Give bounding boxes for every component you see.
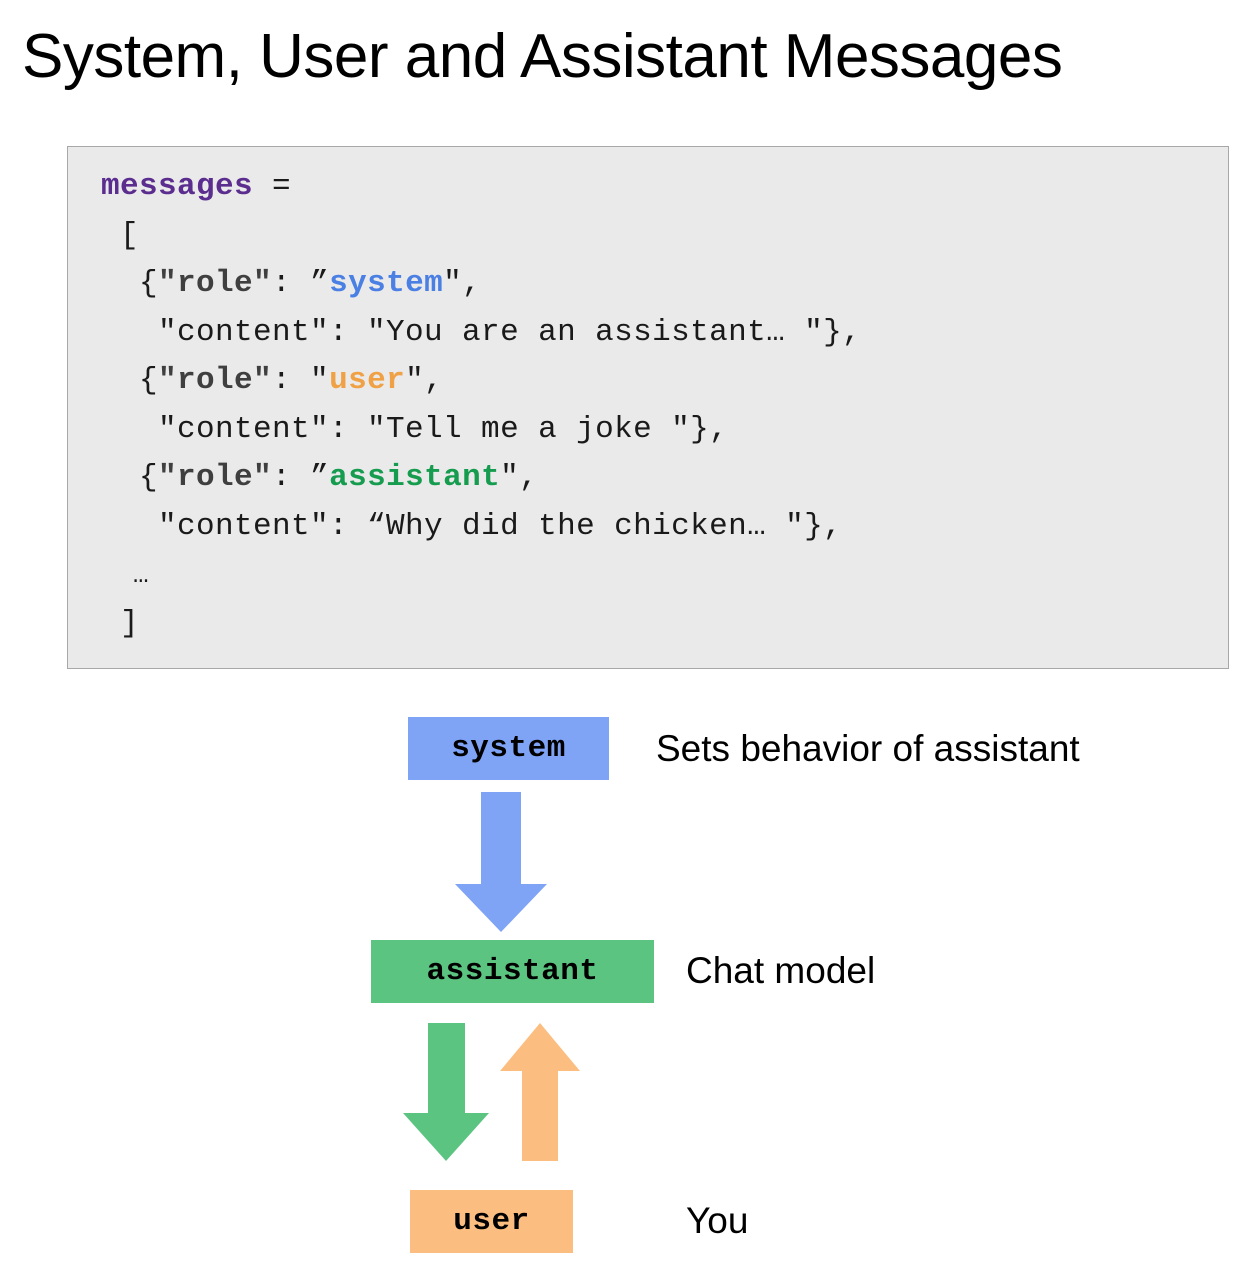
code-line: "content": “Why did the chicken… "}, — [101, 503, 1220, 552]
page-title: System, User and Assistant Messages — [22, 22, 1063, 91]
diagram-node-assistant[interactable]: assistant — [371, 940, 654, 1003]
code-token-user: user — [329, 363, 406, 398]
code-token-plain: = — [253, 169, 292, 204]
code-line: {"role": ”assistant", — [101, 454, 1220, 503]
node-label-assistant: assistant — [426, 954, 599, 989]
node-label-system: system — [451, 731, 566, 766]
code-lines-container: messages = [ {"role": ”system", "content… — [101, 163, 1220, 648]
node-label-user: user — [453, 1204, 530, 1239]
code-token-plain: : — [272, 266, 311, 301]
code-line: … — [101, 551, 1220, 600]
code-line: ] — [101, 600, 1220, 649]
code-line: "content": "Tell me a joke "}, — [101, 406, 1220, 455]
code-token-key: "role" — [158, 363, 273, 398]
code-token-asst: assistant — [329, 460, 501, 495]
code-token-plain: "content": “Why did the chicken… "}, — [101, 508, 843, 544]
arrow-assistant-to-user-icon — [403, 1023, 489, 1161]
code-token-plain: ", — [500, 460, 539, 495]
code-token-plain: [ — [101, 217, 140, 253]
diagram-node-user[interactable]: user — [410, 1190, 573, 1253]
code-token-plain: "content": "You are an assistant… "}, — [101, 314, 862, 350]
code-line: messages = — [101, 163, 1220, 212]
code-token-plain: "content": "Tell me a joke "}, — [101, 411, 729, 447]
code-token-key: "role" — [158, 266, 273, 301]
arrow-user-to-assistant-icon — [500, 1023, 580, 1161]
code-token-plain: { — [101, 266, 159, 301]
code-token-plain: : — [272, 460, 311, 495]
code-token-plain: ” — [310, 266, 330, 301]
code-token-plain: ] — [101, 605, 140, 641]
code-token-plain: : " — [272, 363, 330, 398]
code-token-plain: ", — [443, 266, 482, 301]
code-token-plain: { — [101, 363, 159, 398]
code-token-plain: ” — [310, 460, 330, 495]
code-token-plain: … — [101, 560, 150, 590]
code-line: "content": "You are an assistant… "}, — [101, 309, 1220, 358]
diagram-node-system[interactable]: system — [408, 717, 609, 780]
code-line: [ — [101, 212, 1220, 261]
node-description-system: Sets behavior of assistant — [656, 728, 1080, 769]
code-token-sys: system — [329, 266, 444, 301]
code-line: {"role": ”system", — [101, 260, 1220, 309]
code-token-key: "role" — [158, 460, 273, 495]
code-line: {"role": "user", — [101, 357, 1220, 406]
code-token-plain: { — [101, 460, 159, 495]
node-description-assistant: Chat model — [686, 950, 876, 991]
code-token-var: messages — [101, 169, 254, 204]
code-block: messages = [ {"role": ”system", "content… — [67, 146, 1229, 669]
node-description-user: You — [686, 1200, 749, 1241]
arrow-system-to-assistant-icon — [455, 792, 547, 932]
code-token-plain: ", — [405, 363, 444, 398]
